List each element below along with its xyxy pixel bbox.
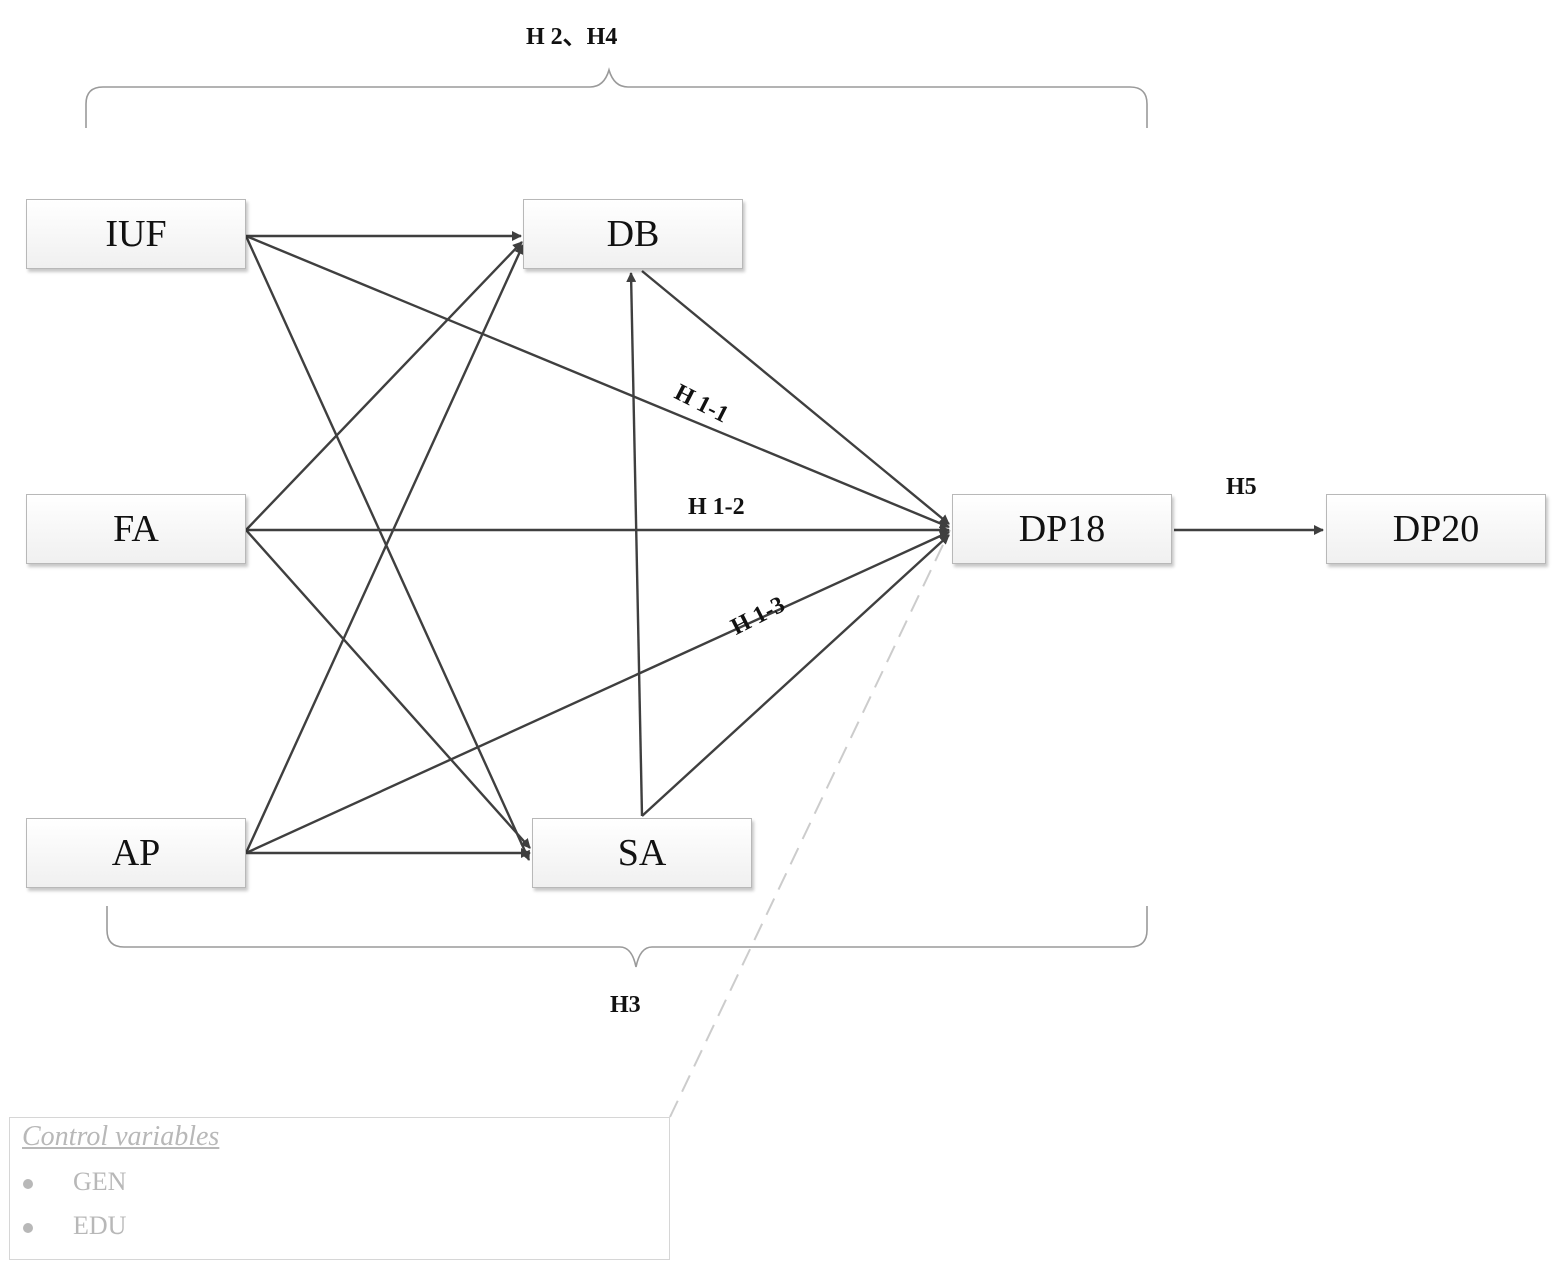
control-variable-item: EDU	[23, 1211, 126, 1241]
node-iuf: IUF	[26, 199, 246, 269]
bottom-brace	[106, 906, 1148, 968]
label-bottom-brace: H3	[610, 992, 641, 1018]
edge-sa-db	[626, 272, 644, 817]
bullet-icon	[23, 1179, 33, 1190]
control-variables-box: Control variables	[9, 1117, 670, 1260]
edge-ap-db	[244, 244, 525, 854]
control-to-dp18-dashed-line	[669, 529, 951, 1118]
node-db: DB	[523, 199, 743, 269]
edge-iuf-sa	[244, 235, 531, 861]
edge-fa-db	[245, 241, 523, 531]
edge-ap-dp18	[245, 530, 950, 855]
label-top-brace: H 2、H4	[526, 24, 618, 50]
control-variable-label: EDU	[73, 1211, 127, 1240]
node-fa: FA	[26, 494, 246, 564]
node-dp20: DP20	[1326, 494, 1546, 564]
node-ap: AP	[26, 818, 246, 888]
bullet-icon	[23, 1223, 33, 1234]
edge-fa-sa	[245, 529, 531, 849]
edge-sa-dp18	[641, 534, 950, 817]
label-h1-2: H 1-2	[688, 494, 745, 520]
control-variables-title: Control variables	[22, 1121, 220, 1152]
label-h5: H5	[1226, 474, 1257, 500]
control-variable-label: GEN	[73, 1167, 127, 1196]
control-variable-item: GEN	[23, 1167, 126, 1197]
edge-db-dp18	[641, 270, 950, 525]
arrow-edges	[244, 231, 1324, 861]
edge-iuf-dp18	[245, 234, 950, 529]
node-sa: SA	[532, 818, 752, 888]
node-dp18: DP18	[952, 494, 1172, 564]
top-brace	[85, 67, 1148, 128]
